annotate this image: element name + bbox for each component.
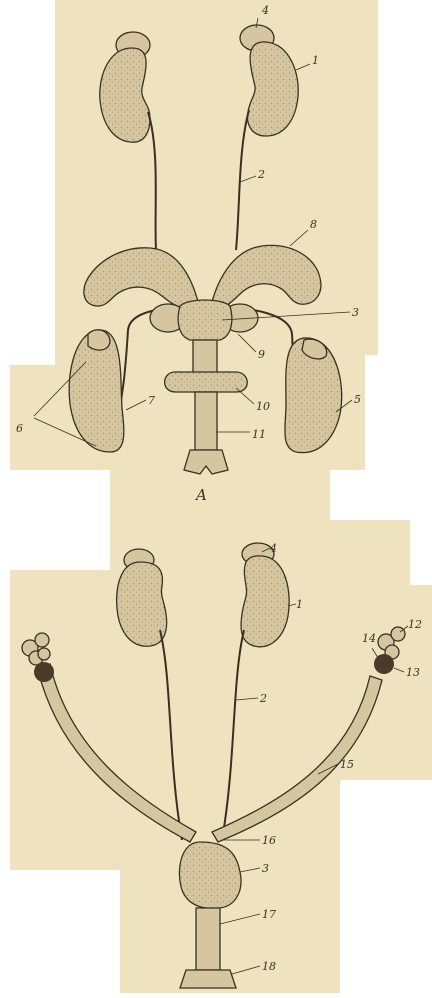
figure-b-label-2: 2 [259, 692, 267, 705]
bulbourethral-glands-texture [165, 372, 248, 392]
figure-b-label-16: 16 [262, 834, 276, 847]
figure-a-label-11: 11 [252, 428, 266, 441]
figure-b-label-3: 3 [262, 862, 269, 875]
figure-b-label-15: 15 [340, 758, 354, 771]
figure-a-label-10: 10 [256, 400, 270, 413]
figure-b-label-17: 17 [262, 908, 276, 921]
figure-a-label-3: 3 [352, 306, 359, 319]
figure-b-label-14: 14 [362, 632, 376, 645]
penis-shaft-a [195, 392, 217, 450]
epididymis-head-left [88, 330, 110, 350]
urethra-b [196, 908, 220, 970]
figure-a-label-6: 6 [16, 422, 23, 435]
figure-a-label-2: 2 [257, 168, 265, 181]
figure-a-label-4: 4 [261, 4, 269, 17]
figure-b-label-4: 4 [269, 542, 277, 555]
figure-b-label-1: 1 [296, 598, 303, 611]
figure-b-label-18: 18 [262, 960, 276, 973]
figure-a-label-9: 9 [258, 348, 265, 361]
figure-b-label-12: 12 [408, 618, 422, 631]
figure-b-label-13: 13 [406, 666, 420, 679]
figure-a-label-7: 7 [148, 394, 155, 407]
figure-a-label-1: 1 [312, 54, 319, 67]
figure-a-label-8: 8 [310, 218, 317, 231]
figure-a-label-5: 5 [354, 393, 361, 406]
ovary-left-dark [34, 662, 54, 682]
urethra-upper [193, 340, 217, 374]
figure-a-caption: A [194, 486, 207, 504]
urethra-opening-b [180, 970, 236, 988]
